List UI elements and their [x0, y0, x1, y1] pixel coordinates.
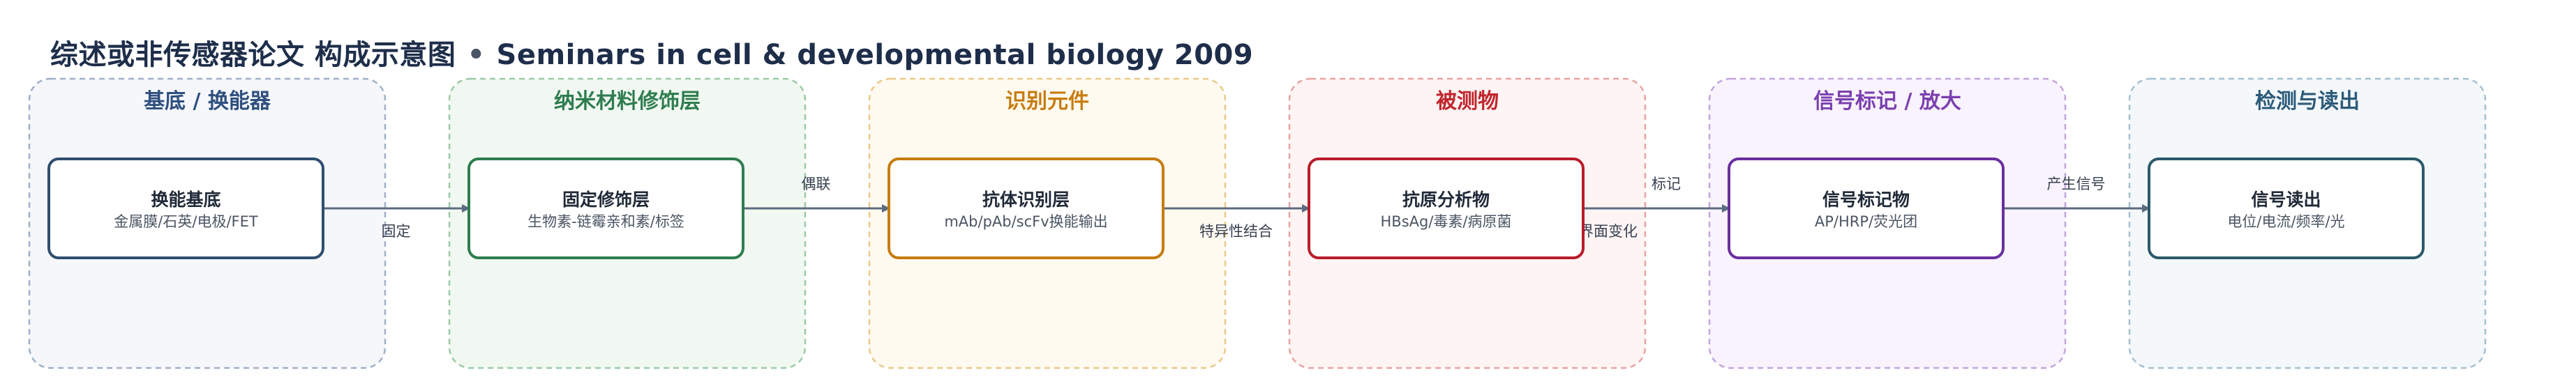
lane-title: 基底 / 换能器 — [144, 89, 271, 114]
node-box — [2148, 158, 2425, 259]
node-title: 抗原分析物 — [1402, 190, 1490, 210]
lane-title: 检测与读出 — [2255, 89, 2360, 114]
node-subtitle: AP/HRP/荧光团 — [1815, 213, 1917, 230]
node-title: 信号读出 — [2251, 190, 2321, 210]
edge-label: 标记 — [1652, 176, 1681, 192]
node-title: 固定修饰层 — [562, 190, 650, 210]
node-title: 换能基底 — [151, 190, 220, 210]
node-subtitle: HBsAg/毒素/病原菌 — [1381, 213, 1512, 230]
node-title: 抗体识别层 — [982, 190, 1070, 210]
node-box — [1308, 158, 1585, 259]
node-box — [467, 158, 744, 259]
title-english: Seminars in cell & developmental biology… — [496, 39, 1254, 71]
edge-label: 偶联 — [802, 176, 831, 192]
title-separator: • — [467, 39, 486, 71]
lane-title: 被测物 — [1436, 89, 1499, 114]
node-box — [888, 158, 1165, 259]
lane-title: 纳米材料修饰层 — [554, 89, 701, 114]
lane-title: 识别元件 — [1005, 89, 1089, 114]
edge-label: 产生信号 — [2047, 176, 2106, 192]
node-box — [47, 158, 324, 259]
page-title: 综述或非传感器论文 构成示意图 • Seminars in cell & devel… — [50, 32, 1253, 72]
node-subtitle: 生物素-链霉亲和素/标签 — [527, 213, 684, 230]
title-chinese: 综述或非传感器论文 构成示意图 — [50, 39, 456, 71]
edge-label: 固定 — [382, 223, 411, 240]
edge-label: 特异性结合 — [1199, 223, 1273, 240]
node-subtitle: 电位/电流/频率/光 — [2227, 213, 2344, 230]
node-subtitle: mAb/pAb/scFv换能输出 — [944, 213, 1107, 230]
node-box — [1728, 158, 2005, 259]
node-title: 信号标记物 — [1822, 190, 1910, 210]
node-subtitle: 金属膜/石英/电极/FET — [114, 213, 258, 230]
lane-title: 信号标记 / 放大 — [1813, 89, 1961, 114]
edge-label: 界面变化 — [1579, 223, 1638, 240]
